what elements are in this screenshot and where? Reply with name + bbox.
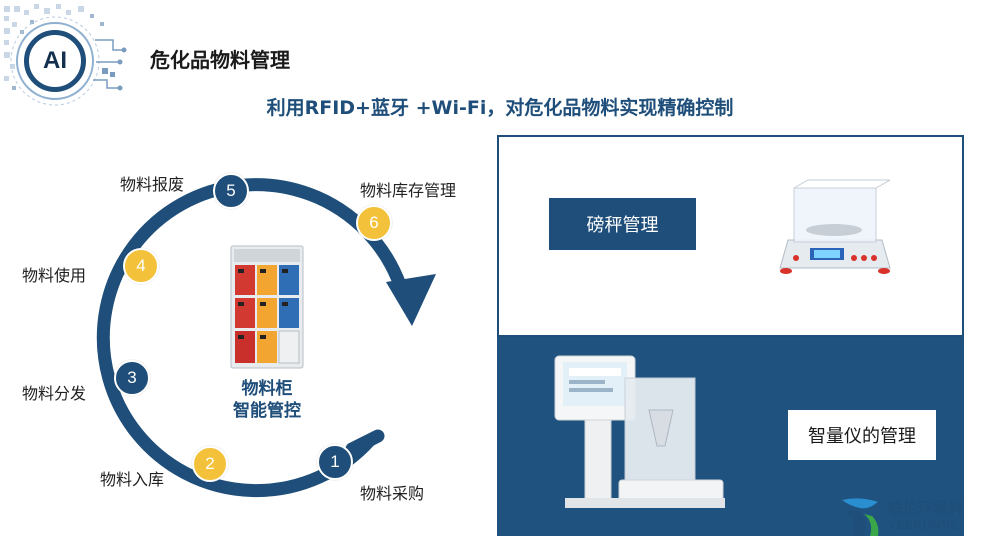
step-1-label: 物料采购 (360, 484, 425, 503)
brand-logo-icon (842, 498, 879, 536)
smart-cabinet-image (230, 245, 304, 369)
cabinet-caption: 物料柜 智能管控 (200, 378, 334, 422)
ai-badge: AI (24, 30, 86, 92)
page-title: 危化品物料管理 (150, 48, 290, 72)
step-2-badge: 2 (192, 446, 228, 482)
step-5-badge: 5 (213, 173, 249, 209)
lifecycle-ring-arc (96, 178, 407, 498)
step-1-badge: 1 (317, 444, 353, 480)
step-6-badge: 6 (356, 205, 392, 241)
tech-circuit-decoration (4, 4, 127, 106)
lifecycle-arrow-head (386, 274, 436, 326)
step-2-label: 物料入库 (100, 470, 165, 489)
brand-name-en: YEERUNNE (888, 518, 959, 532)
lifecycle-ring (96, 178, 436, 498)
cabinet-caption-line1: 物料柜 (241, 379, 293, 399)
step-4-label: 物料使用 (22, 266, 87, 285)
balance-scale-image (779, 179, 891, 274)
step-6-label: 物料库存管理 (360, 181, 457, 200)
step-4-badge: 4 (123, 248, 159, 284)
page-subtitle: 利用RFID+蓝牙 +Wi-Fi，对危化品物料实现精确控制 (266, 97, 734, 119)
scale-management-button[interactable]: 磅秤管理 (549, 198, 696, 250)
lifecycle-ring-end (345, 429, 385, 456)
step-3-badge: 3 (114, 360, 150, 396)
step-5-label: 物料报废 (120, 175, 185, 194)
moisture-analyzer-image (554, 355, 725, 508)
cabinet-caption-line2: 智能管控 (233, 401, 301, 421)
brand-name-cn: 轶伦环境科 (888, 499, 964, 517)
intelligent-meter-management-button[interactable]: 智量仪的管理 (788, 410, 936, 460)
step-3-label: 物料分发 (22, 384, 87, 403)
